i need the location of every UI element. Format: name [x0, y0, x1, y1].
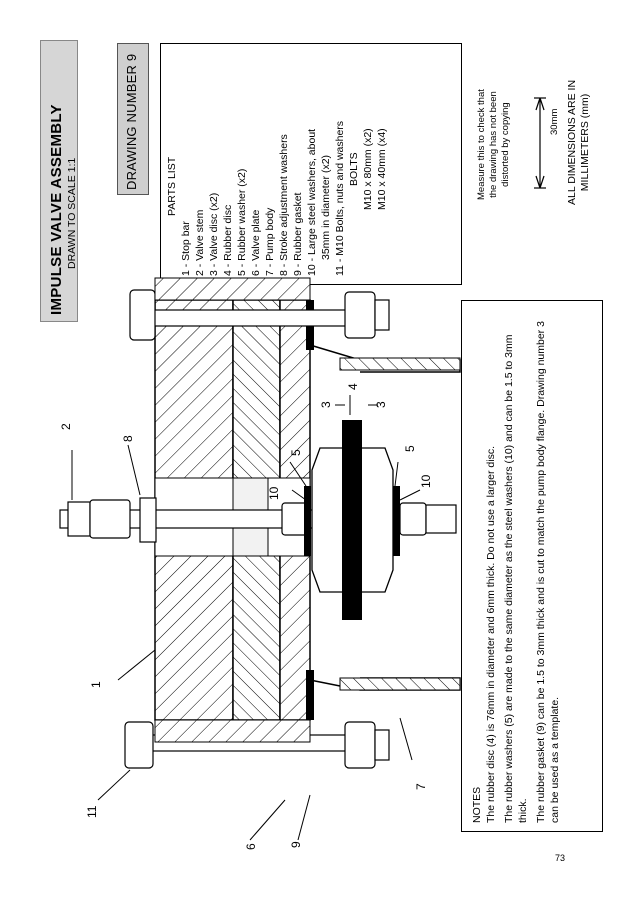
notes-box: NOTES The rubber disc (4) is 76mm in dia…: [461, 300, 603, 832]
bolt-head: [129, 289, 156, 341]
bolt-m10x80: [149, 309, 351, 327]
rubber-washer: [304, 486, 311, 556]
callout-5: 5: [289, 449, 303, 456]
callout-7: 7: [414, 783, 428, 790]
title-box: IMPULSE VALVE ASSEMBLY DRAWN TO SCALE 1:…: [40, 40, 78, 322]
page-number: 73: [555, 853, 566, 863]
bolt-nut: [344, 291, 376, 339]
flange-plate: [154, 719, 311, 743]
stem-nut: [67, 501, 91, 537]
bolt-nut: [344, 721, 376, 769]
callouts: 1 2 3 3 4 5 5 6 7 8 9 10 10 11: [59, 383, 433, 850]
rubber-disc: [342, 420, 362, 620]
callout-8: 8: [121, 435, 135, 442]
rubber-gasket: [306, 670, 314, 720]
flange-plate: [154, 277, 311, 301]
drawing-number-box: DRAWING NUMBER 9: [117, 43, 149, 195]
bolt-end: [374, 299, 390, 331]
callout-4: 4: [346, 383, 360, 390]
callout-10: 10: [267, 486, 281, 500]
callout-5: 5: [403, 445, 417, 452]
pump-body-wall: [339, 357, 461, 371]
callout-11: 11: [85, 805, 99, 818]
callout-3: 3: [319, 401, 333, 408]
callout-9: 9: [289, 841, 303, 848]
stem-nut: [89, 499, 131, 539]
stem-nut: [399, 502, 427, 536]
rubber-washer: [393, 486, 400, 556]
callout-3: 3: [374, 401, 388, 408]
measure-bar: [534, 97, 546, 189]
callout-1: 1: [89, 681, 103, 688]
stem-nut: [425, 504, 457, 534]
callout-10: 10: [419, 474, 433, 488]
callout-2: 2: [59, 423, 73, 430]
bolt-end: [374, 729, 390, 761]
callout-6: 6: [244, 843, 258, 850]
stroke-adjustment-washers: [139, 497, 157, 543]
leader-lines: [71, 395, 421, 841]
parts-list-box: PARTS LIST 1 - Stop bar 2 - Valve stem 3…: [160, 43, 462, 285]
bolt-head: [124, 721, 154, 769]
pump-body-wall: [339, 677, 461, 691]
